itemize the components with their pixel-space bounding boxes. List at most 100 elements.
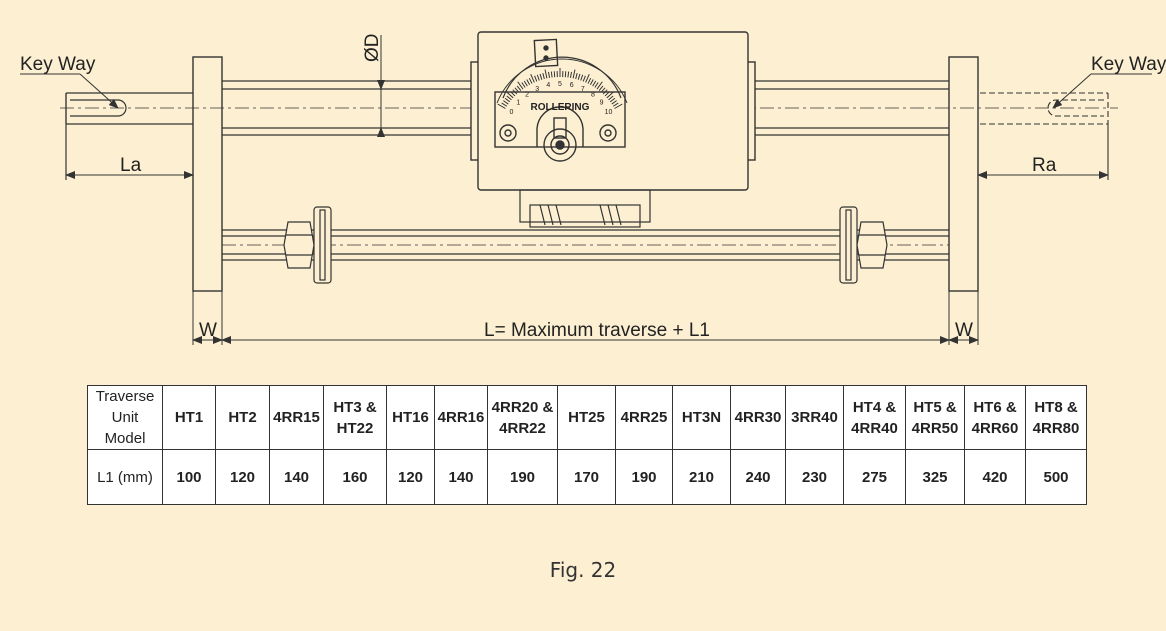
model-cell: HT4 & 4RR40 bbox=[843, 385, 906, 450]
dial-tick bbox=[609, 97, 616, 103]
l1-cell: 140 bbox=[269, 449, 324, 505]
dial-tick bbox=[600, 87, 606, 93]
l1-cell: 190 bbox=[487, 449, 558, 505]
left-end-block bbox=[192, 56, 223, 292]
dial-tick bbox=[572, 69, 576, 79]
l1-cell: 120 bbox=[215, 449, 270, 505]
key-way-left-label: Key Way bbox=[20, 54, 96, 75]
l1-cell: 120 bbox=[386, 449, 435, 505]
dial-tick bbox=[516, 85, 522, 91]
dial-tick bbox=[614, 103, 623, 109]
dial-number: 8 bbox=[591, 92, 595, 99]
dial-number: 4 bbox=[546, 82, 550, 89]
dial-tick bbox=[501, 102, 508, 107]
dial-number: 2 bbox=[525, 92, 529, 99]
traverse-spec-table: Traverse Unit Model HT1 HT2 4RR15 HT3 & … bbox=[87, 385, 1087, 505]
l1-cell: 240 bbox=[730, 449, 786, 505]
right-nut-assembly bbox=[839, 206, 888, 284]
model-cell: 4RR20 & 4RR22 bbox=[487, 385, 558, 450]
dial-tick bbox=[497, 103, 506, 109]
model-cell: HT16 bbox=[386, 385, 435, 450]
dial-tick bbox=[523, 80, 528, 87]
l1-cell: 140 bbox=[434, 449, 488, 505]
dial-tick bbox=[526, 79, 531, 86]
right-end-block bbox=[948, 56, 979, 292]
dial-tick bbox=[567, 71, 570, 78]
carriage bbox=[470, 31, 756, 191]
dial-ticks bbox=[497, 68, 623, 109]
dial-tick bbox=[598, 85, 604, 91]
dial-tick bbox=[506, 91, 514, 99]
dial-tick bbox=[608, 95, 614, 101]
dial-number: 1 bbox=[516, 100, 520, 107]
dial-number: 7 bbox=[581, 86, 585, 93]
model-cell: 4RR15 bbox=[269, 385, 324, 450]
carriage-lower-block bbox=[519, 189, 651, 228]
dial-tick bbox=[592, 80, 597, 87]
w-left-label: W bbox=[199, 320, 217, 341]
length-label: L= Maximum traverse + L1 bbox=[484, 320, 710, 341]
dial-tick bbox=[611, 100, 617, 105]
dial-tick bbox=[612, 102, 619, 107]
dial-tick bbox=[550, 71, 553, 78]
l1-cell: 160 bbox=[323, 449, 387, 505]
dial-tick bbox=[536, 74, 540, 81]
model-cell: HT5 & 4RR50 bbox=[905, 385, 965, 450]
l1-cell: 100 bbox=[162, 449, 216, 505]
dial-tick bbox=[582, 75, 586, 82]
model-cell: 3RR40 bbox=[785, 385, 844, 450]
dial-tick bbox=[570, 71, 573, 78]
left-nut-assembly bbox=[283, 206, 332, 284]
model-cell: 4RR16 bbox=[434, 385, 488, 450]
l1-cell: 500 bbox=[1025, 449, 1087, 505]
dial-number: 5 bbox=[558, 81, 562, 88]
row-header-l1: L1 (mm) bbox=[87, 449, 163, 505]
l1-cell: 230 bbox=[785, 449, 844, 505]
dial-tick bbox=[503, 100, 509, 105]
model-cell: HT8 & 4RR80 bbox=[1025, 385, 1087, 450]
figure-caption: Fig. 22 bbox=[549, 558, 617, 582]
dial-tick bbox=[521, 82, 526, 88]
dial-tick bbox=[564, 71, 567, 78]
l1-cell: 325 bbox=[905, 449, 965, 505]
model-cell: 4RR30 bbox=[730, 385, 786, 450]
dial-tick bbox=[575, 73, 578, 80]
left-shaft-end bbox=[65, 92, 193, 180]
l1-cell: 420 bbox=[964, 449, 1026, 505]
model-cell: HT6 & 4RR60 bbox=[964, 385, 1026, 450]
model-cell: 4RR25 bbox=[615, 385, 673, 450]
brand-logo-text: ROLLERING bbox=[531, 102, 590, 113]
dial-number: 9 bbox=[600, 100, 604, 107]
dial-tick bbox=[528, 77, 533, 84]
dial-tick bbox=[589, 79, 594, 86]
dial-tick bbox=[577, 73, 581, 80]
dial-tick bbox=[506, 95, 512, 101]
model-cell: HT25 bbox=[557, 385, 616, 450]
la-label: La bbox=[120, 155, 142, 176]
lower-shaft bbox=[222, 229, 949, 261]
row-header-model: Traverse Unit Model bbox=[87, 385, 163, 450]
model-cell: HT2 bbox=[215, 385, 270, 450]
dial-tick bbox=[547, 71, 550, 78]
dial-number: 0 bbox=[510, 109, 514, 116]
l1-cell: 210 bbox=[672, 449, 731, 505]
dial-number: 6 bbox=[570, 82, 574, 89]
model-cell: HT1 bbox=[162, 385, 216, 450]
right-shaft-end bbox=[980, 92, 1109, 125]
dial-tick bbox=[585, 74, 590, 83]
diameter-label: ØD bbox=[362, 34, 383, 63]
dial-tick bbox=[514, 87, 520, 93]
dial-tick bbox=[594, 82, 599, 88]
l1-cell: 170 bbox=[557, 449, 616, 505]
dial-tick bbox=[510, 91, 516, 97]
model-cell: HT3N bbox=[672, 385, 731, 450]
l1-cell: 190 bbox=[615, 449, 673, 505]
ra-label: Ra bbox=[1032, 155, 1057, 176]
key-way-right-label: Key Way bbox=[1091, 54, 1166, 75]
dial-tick bbox=[602, 89, 608, 95]
dial-tick bbox=[553, 71, 556, 78]
table-row-models: Traverse Unit Model HT1 HT2 4RR15 HT3 & … bbox=[87, 385, 1087, 450]
dial-tick bbox=[587, 77, 592, 84]
